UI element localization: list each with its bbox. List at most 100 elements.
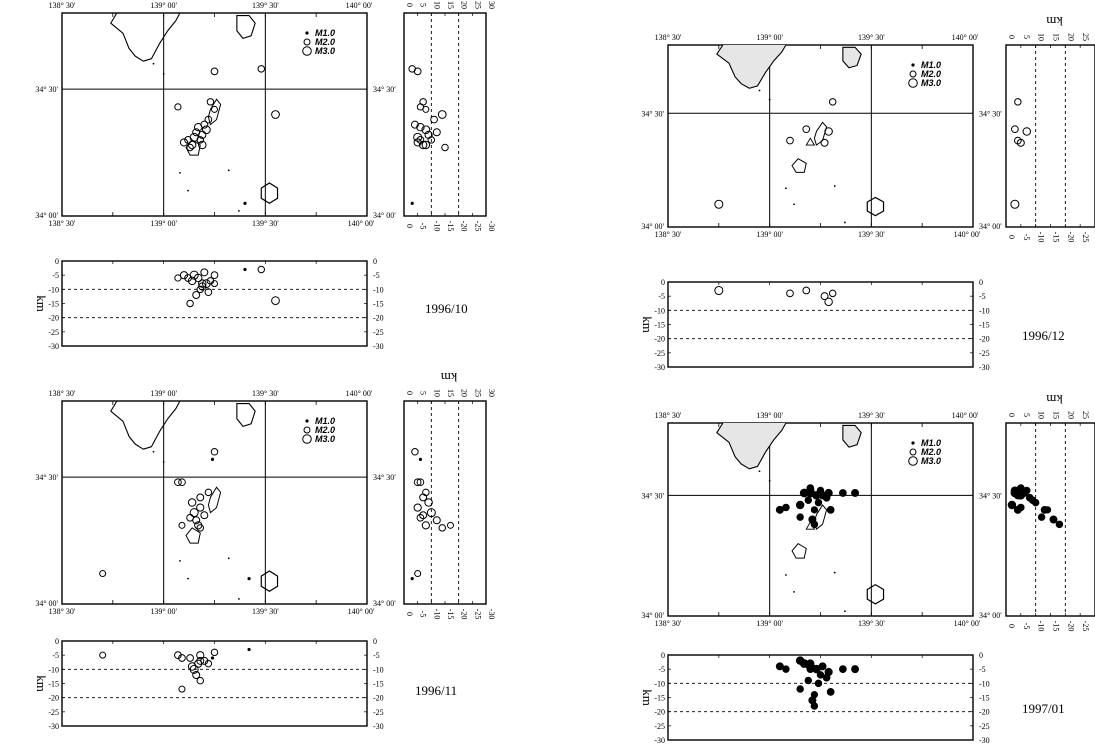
hypocenter-marker-profile	[174, 274, 182, 282]
epicenter-marker	[200, 511, 209, 520]
depth-tick-label-right: -25	[979, 722, 990, 731]
depth-tick-label-bottom: 0	[405, 224, 414, 228]
legend-label: M3.0	[315, 46, 335, 56]
hypocenter-marker-profile	[796, 685, 804, 693]
depth-tick-label-bottom: -20	[460, 609, 469, 620]
depth-tick-label-top: 10	[432, 1, 441, 9]
hypocenter-marker-profile	[786, 289, 794, 298]
epicenter-marker	[99, 570, 107, 578]
hypocenter-marker-profile	[192, 671, 201, 679]
epicenter-marker	[210, 457, 215, 461]
islet-dot	[179, 171, 181, 174]
lat-label-right: 34° 30'	[373, 473, 396, 482]
hypocenter-marker-side	[1040, 505, 1049, 514]
depth-unit-label-top: km	[441, 370, 458, 385]
depth-tick-label-bottom: -10	[1037, 621, 1046, 632]
depth-tick-label-right: 0	[373, 637, 377, 646]
hypocenter-marker-profile	[179, 271, 189, 280]
miyakejima-island	[260, 570, 279, 593]
islet-dot	[162, 73, 165, 75]
depth-tick-label-left: -15	[48, 300, 59, 309]
lon-label-bottom: 140° 00'	[348, 219, 375, 228]
hypocenter-marker-profile	[795, 656, 805, 665]
legend-label: M2.0	[315, 37, 335, 47]
hypocenter-marker-profile	[211, 280, 218, 288]
depth-tick-label-bottom: -15	[446, 609, 455, 620]
depth-tick-label-left: -15	[48, 680, 59, 689]
period-label: 1996/12	[1022, 328, 1065, 343]
lon-label-bottom: 138° 30'	[655, 230, 682, 239]
hypocenter-marker-side	[421, 125, 431, 135]
legend-label: M1.0	[315, 28, 335, 38]
legend-label: M1.0	[921, 60, 941, 70]
legend-label: M2.0	[315, 425, 335, 435]
niijima-island	[185, 527, 201, 544]
epicenter-marker	[174, 478, 182, 487]
hypocenter-marker-profile	[196, 285, 205, 294]
depth-tick-label-top: 15	[1052, 33, 1061, 41]
depth-tick-label-bottom: -15	[1052, 621, 1061, 632]
lon-label-bottom: 139° 30'	[252, 219, 279, 228]
lon-label-bottom: 138° 30'	[655, 619, 682, 628]
hypocenter-marker-profile	[194, 659, 203, 668]
epicenter-marker	[786, 136, 794, 145]
depth-tick-label-right: -15	[373, 300, 384, 309]
hypocenter-marker-side	[1014, 98, 1022, 106]
hypocenter-marker-profile	[818, 662, 827, 671]
depth-tick-label-top: 0	[1007, 413, 1016, 417]
depth-tick-label-bottom: -30	[487, 609, 496, 620]
hypocenter-marker-profile	[201, 279, 211, 289]
depth-tick-label-left: 0	[55, 257, 59, 266]
epicenter-marker	[782, 503, 790, 512]
hypocenter-marker-profile	[824, 297, 833, 307]
depth-tick-label-bottom: -20	[460, 221, 469, 232]
lon-label-bottom: 140° 00'	[954, 619, 981, 628]
niijima-island	[791, 158, 807, 173]
epicenter-marker	[186, 143, 194, 152]
hypocenter-marker-side	[422, 105, 430, 113]
depth-tick-label-right: -10	[979, 679, 990, 688]
hypocenter-marker-side	[438, 524, 447, 532]
lon-label-bottom: 138° 30'	[49, 607, 76, 616]
hypocenter-marker-profile	[257, 265, 266, 274]
depth-tick-label-left: 0	[661, 651, 665, 660]
hypocenter-marker-side	[1010, 199, 1020, 209]
depth-tick-label-bottom: -15	[446, 221, 455, 232]
epicenter-marker	[184, 136, 192, 144]
epicenter-marker	[826, 505, 835, 514]
hypocenter-marker-profile	[839, 665, 847, 674]
depth-tick-label-left: -5	[52, 271, 59, 280]
depth-tick-label-bottom: -25	[473, 221, 482, 232]
hypocenter-marker-profile	[178, 654, 186, 662]
hypocenter-marker-side	[419, 98, 427, 106]
depth-tick-label-bottom: 0	[405, 612, 414, 616]
lat-label-right: 34° 00'	[373, 211, 396, 220]
toshima-island	[813, 121, 828, 146]
depth-tick-label-bottom: -25	[1081, 621, 1090, 632]
epicenter-marker	[192, 516, 201, 525]
depth-tick-label-right: -30	[979, 736, 990, 745]
epicenter-marker	[714, 199, 724, 209]
legend-label: M3.0	[315, 434, 335, 444]
epicenter-marker	[828, 98, 837, 106]
hypocenter-marker-side	[427, 136, 436, 144]
epicenter-marker	[247, 577, 251, 581]
islet-dot	[179, 559, 181, 562]
hypocenter-marker-profile	[271, 296, 280, 306]
epicenter-marker	[257, 65, 266, 73]
epicenter-marker	[824, 127, 833, 136]
epicenter-marker	[795, 500, 805, 510]
depth-tick-label-top: 15	[446, 389, 455, 397]
hypocenter-marker-side	[418, 457, 422, 461]
depth-tick-label-left: -30	[48, 722, 59, 731]
hypocenter-marker-profile	[210, 271, 219, 280]
islet-dot	[758, 89, 761, 92]
hypocenter-marker-side	[1016, 484, 1025, 492]
legend-label: M2.0	[921, 69, 941, 79]
izu-peninsula-coastline	[716, 422, 787, 470]
hypocenter-marker-profile	[178, 685, 186, 693]
lat-label-left: 34° 30'	[641, 109, 664, 118]
lon-label-top: 140° 00'	[952, 33, 979, 42]
hypocenter-marker-side	[416, 122, 425, 132]
depth-tick-label-bottom: -20	[1066, 232, 1075, 243]
